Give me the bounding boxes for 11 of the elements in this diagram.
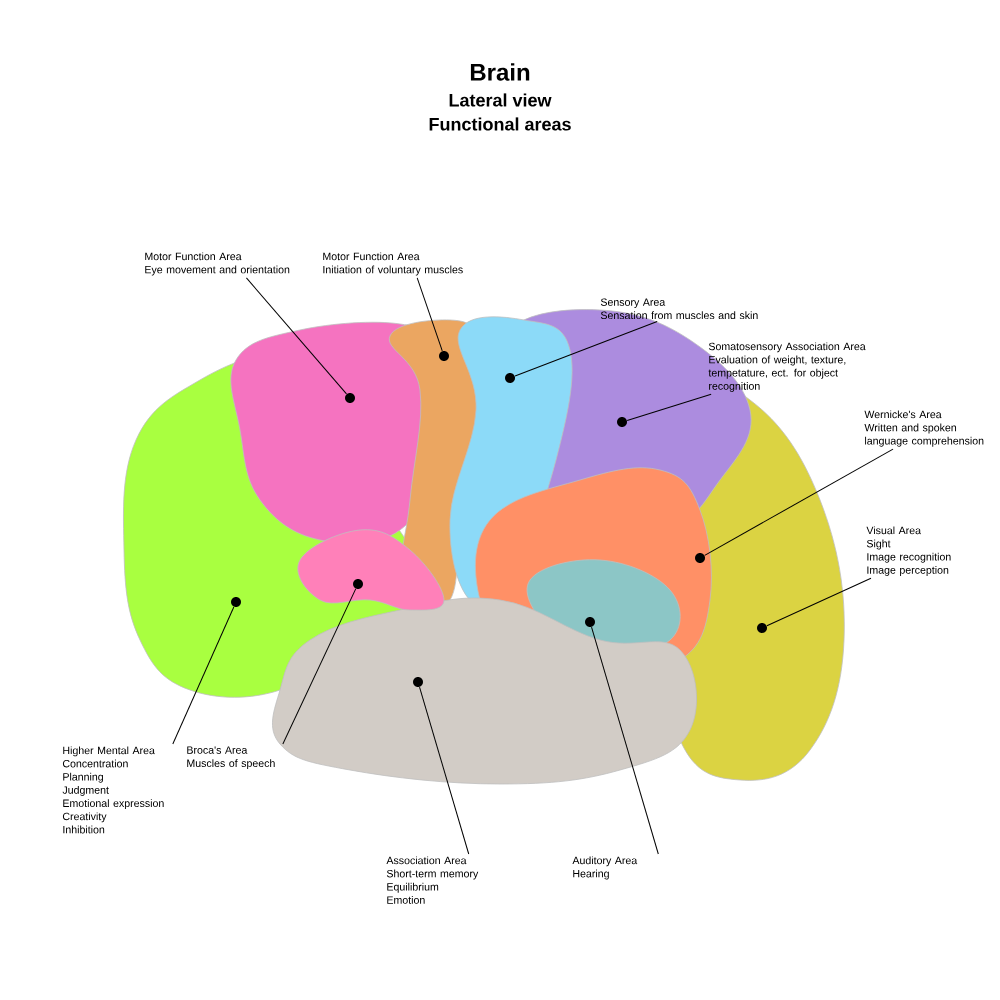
leader-line xyxy=(172,606,235,745)
leader-line xyxy=(416,277,443,352)
leader-line xyxy=(766,577,872,627)
title: Brain xyxy=(470,63,530,81)
subtitle: Functional areas xyxy=(429,117,571,131)
leader-line xyxy=(626,393,712,421)
subtitle: Lateral view xyxy=(449,93,552,107)
leader-line xyxy=(514,321,658,377)
leader-line xyxy=(245,277,347,395)
leader-line xyxy=(419,686,470,855)
leader-line xyxy=(704,448,894,556)
